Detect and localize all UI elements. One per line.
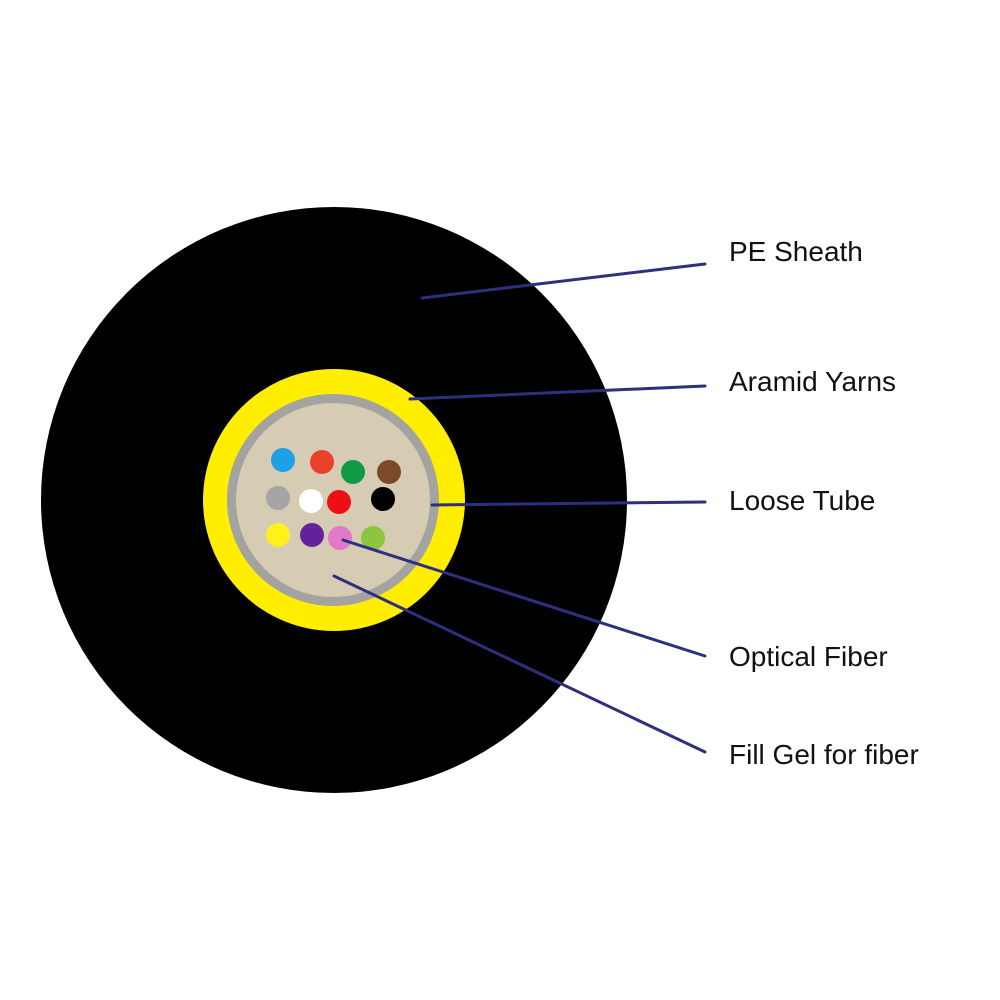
leader-fill-gel [332, 574, 707, 754]
label-loose-tube: Loose Tube [729, 485, 875, 516]
optical-fiber-10 [300, 523, 324, 547]
leader-lines [332, 262, 707, 754]
optical-fiber-12 [361, 526, 385, 550]
label-pe-sheath: PE Sheath [729, 236, 863, 267]
optical-fiber-3 [341, 460, 365, 484]
optical-fibers [266, 448, 401, 550]
leader-pe-sheath [420, 262, 707, 300]
optical-fiber-1 [271, 448, 295, 472]
optical-fiber-2 [310, 450, 334, 474]
optical-fiber-6 [299, 489, 323, 513]
optical-fiber-4 [377, 460, 401, 484]
label-fill-gel: Fill Gel for fiber [729, 739, 919, 770]
label-aramid-yarns: Aramid Yarns [729, 366, 896, 397]
optical-fiber-7 [327, 490, 351, 514]
leader-optical-fiber [341, 538, 707, 658]
optical-fiber-9 [266, 523, 290, 547]
optical-fiber-11 [328, 526, 352, 550]
optical-fiber-8 [371, 487, 395, 511]
optical-fiber-5 [266, 486, 290, 510]
leader-loose-tube [430, 500, 707, 507]
label-optical-fiber: Optical Fiber [729, 641, 888, 672]
leader-aramid-yarns [408, 384, 707, 401]
